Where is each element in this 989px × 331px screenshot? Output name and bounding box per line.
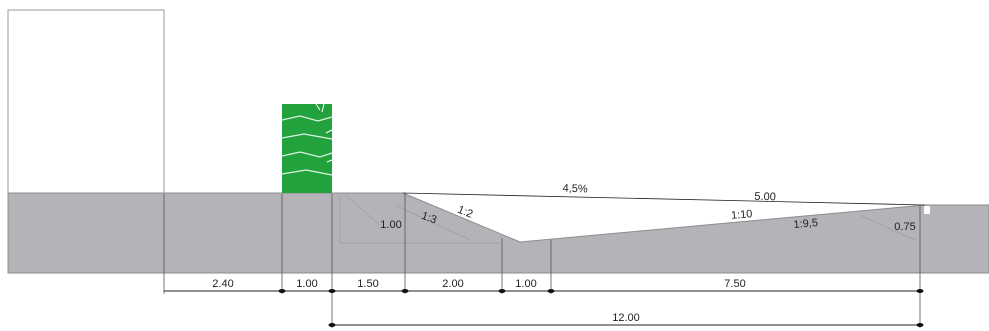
dim-segment-6: 7.50 xyxy=(724,278,745,290)
cross-fall-label: 4,5% xyxy=(562,183,588,196)
ground-section xyxy=(7,192,989,274)
cross-fall-line xyxy=(402,192,926,206)
extension-lines xyxy=(163,193,921,328)
dim-segment-1: 2.40 xyxy=(212,278,233,290)
depth-left-label: 1.00 xyxy=(380,219,401,231)
top-span-label: 5.00 xyxy=(754,191,776,204)
dim-total: 12.00 xyxy=(612,312,640,324)
dim-segment-2: 1.00 xyxy=(296,278,317,290)
curb-notch xyxy=(924,206,930,214)
slope-right-2-label: 1:9,5 xyxy=(793,217,818,231)
dimension-ticks xyxy=(278,289,924,327)
depth-right-label: 0.75 xyxy=(894,221,915,233)
slope-left-1-label: 1:3 xyxy=(420,210,438,227)
slope-right-1-label: 1:10 xyxy=(731,208,753,222)
dim-segment-4: 2.00 xyxy=(442,278,463,290)
dim-segment-5: 1.00 xyxy=(515,278,536,290)
building-outline-icon xyxy=(7,9,165,195)
shrub-hedge-icon xyxy=(281,103,333,193)
slope-left-2-label: 1:2 xyxy=(456,204,475,221)
dim-segment-3: 1.50 xyxy=(357,278,378,290)
ground-internal-lines xyxy=(339,194,916,244)
